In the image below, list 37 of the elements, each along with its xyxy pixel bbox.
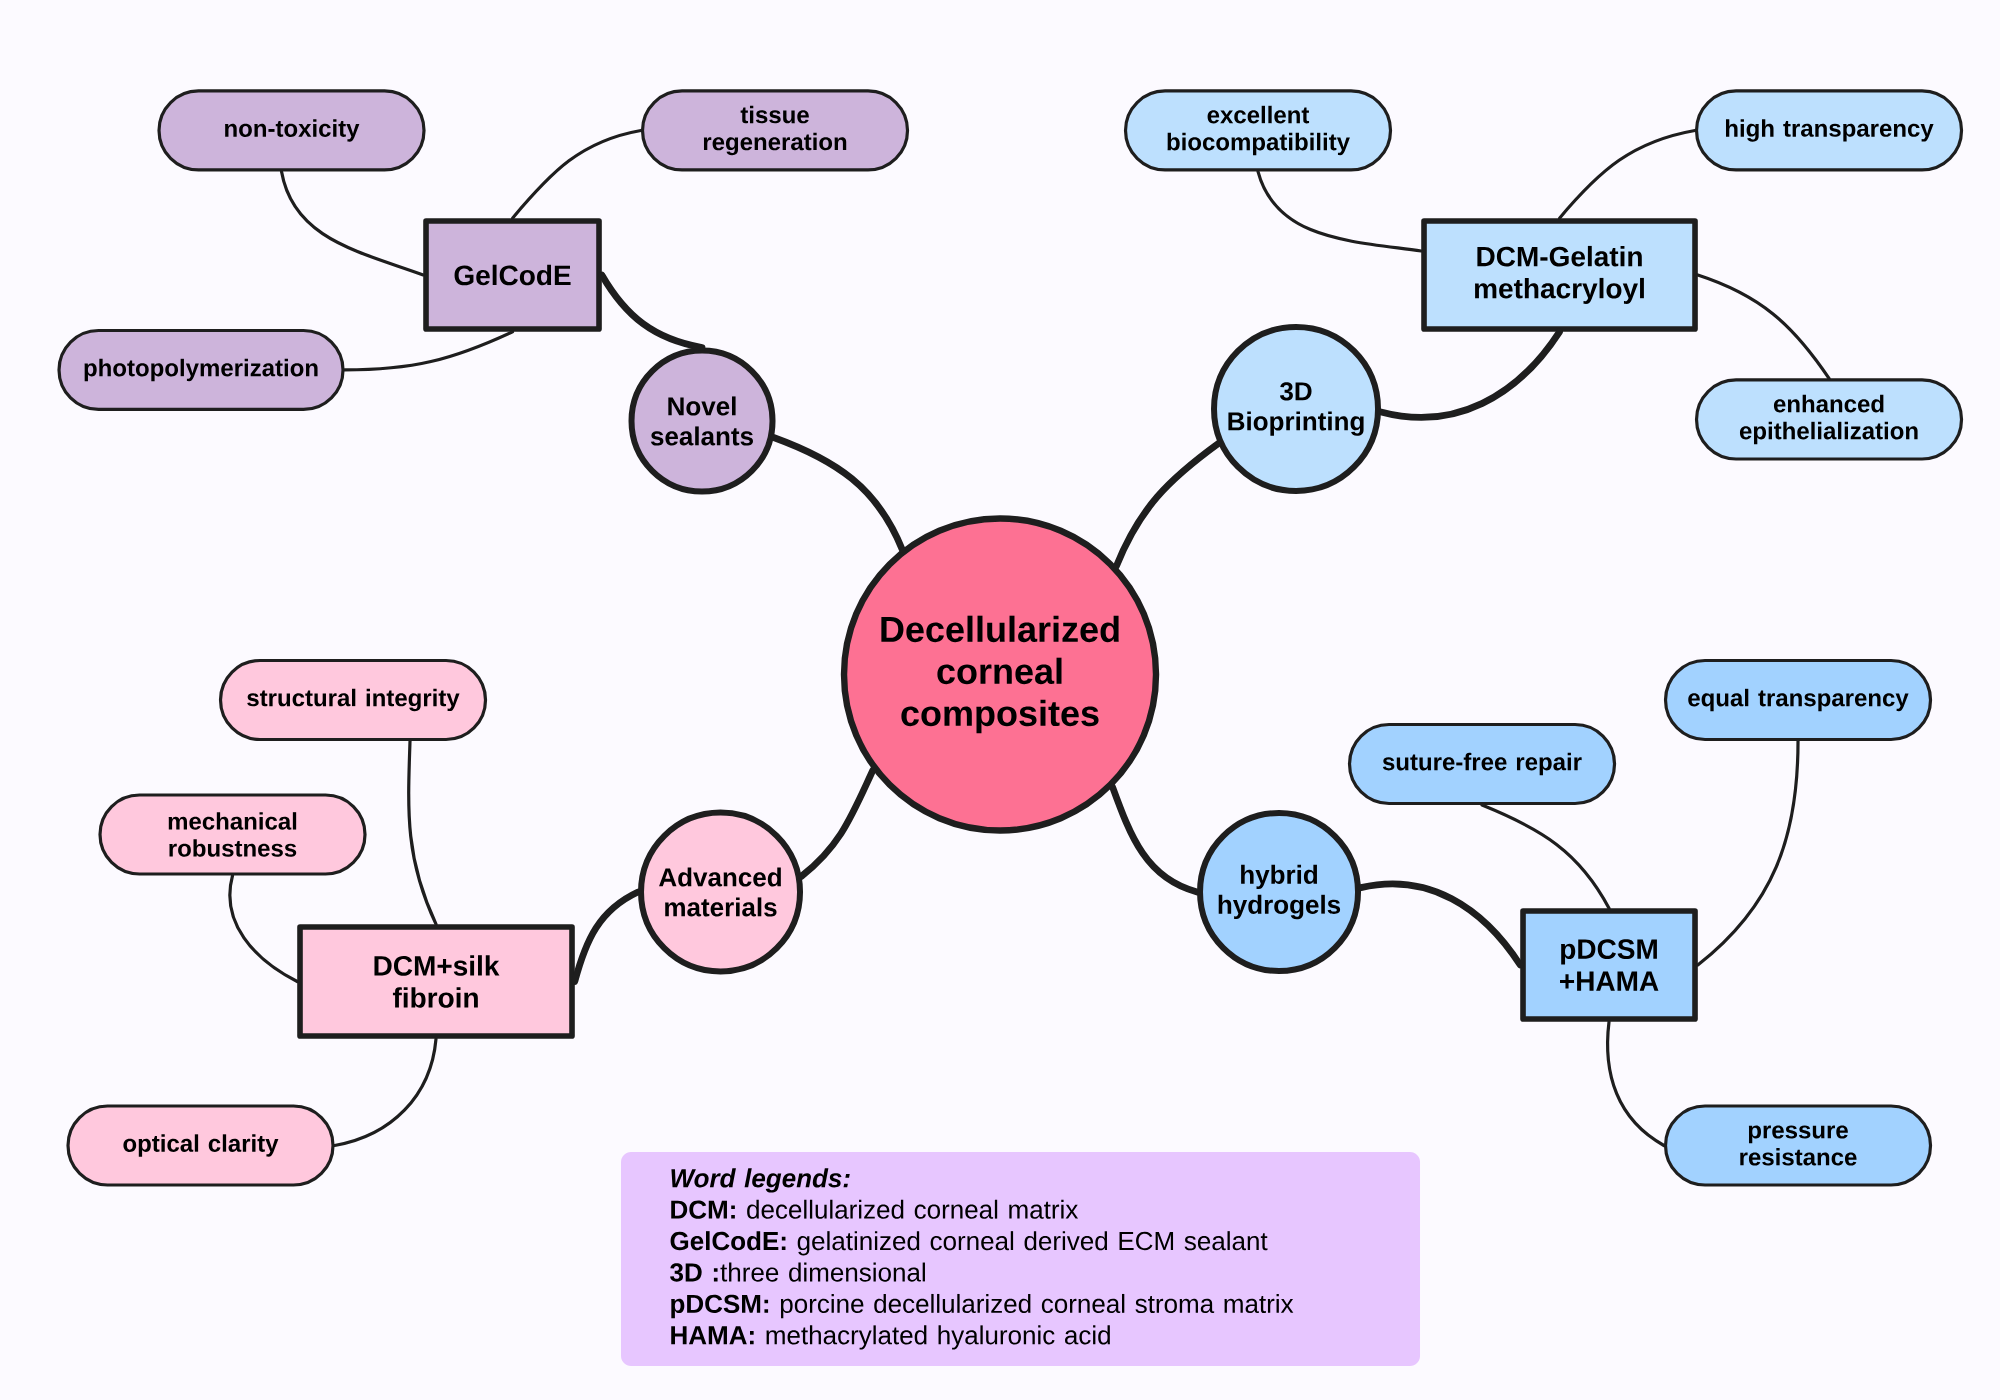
pill-box: optical clarity (66, 1104, 335, 1187)
pill-box: pressure resistance (1663, 1104, 1933, 1187)
connector-line (1557, 128, 1697, 220)
pill-box: mechanical robustness (98, 793, 367, 876)
connector-line (598, 271, 706, 351)
connector-line (1696, 739, 1800, 967)
connector-line (1357, 880, 1524, 969)
connector-line (1113, 440, 1222, 570)
pill-box: suture-free repair (1347, 722, 1617, 806)
connector-line (1606, 1020, 1666, 1148)
subtopic-box: DCM-Gelatin methacryloyl (1421, 218, 1698, 332)
pill-box: enhanced epithelialization (1694, 378, 1964, 461)
connector-line (1696, 273, 1831, 380)
subtopic-box: DCM+silk fibroin (297, 924, 575, 1039)
subtopic-box: GelCodE (423, 218, 602, 332)
pill-box: high transparency (1694, 89, 1964, 172)
connector-line (571, 888, 642, 985)
connector-line (279, 169, 425, 277)
connector-line (407, 739, 438, 926)
connector-line (1377, 328, 1563, 421)
connector-line (1480, 803, 1611, 910)
pill-box: excellent biocompatibility (1123, 89, 1393, 172)
connector-line (798, 766, 877, 880)
connector-line (770, 434, 906, 553)
pill-box: non-toxicity (157, 89, 426, 172)
pill-box: structural integrity (218, 658, 488, 742)
connector-line (228, 874, 299, 984)
pill-box: tissue regeneration (640, 89, 910, 172)
connector-line (343, 330, 515, 372)
connector-line (333, 1037, 438, 1148)
connector-line (510, 128, 643, 220)
connector-line (1109, 783, 1201, 896)
subtopic-box: pDCSM +HAMA (1520, 908, 1698, 1022)
connector-line (1256, 169, 1423, 253)
pill-box: photopolymerization (57, 328, 345, 412)
pill-box: equal transparency (1663, 658, 1933, 742)
glossary-box: Word legends: DCM: decellularized corneal matrix GelCodE: gelatinized corneal derived ECM sealant 3D :three dimensional pDCSM: porcine decellularized corneal stroma matrix HAMA: methacrylated hyaluronic acid (621, 1152, 1420, 1366)
